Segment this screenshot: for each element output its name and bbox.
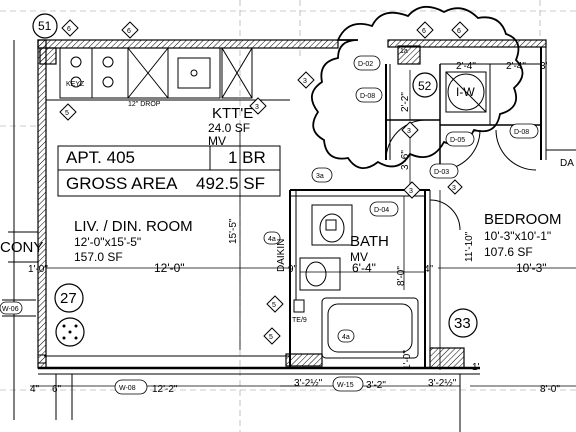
north-wall-east [387, 39, 547, 48]
dim-da: DA [560, 158, 574, 169]
living-dims: 12'-0"x15'-5" [74, 235, 141, 249]
bubble-51: 51 [38, 19, 52, 33]
dim-b-8-0: 8'-0" [540, 384, 560, 395]
dim-b-3-2a: 3'-2½" [294, 378, 323, 389]
revision-cloud [311, 6, 524, 169]
window-tag-w06: W-06 [2, 306, 19, 313]
sink-drain-icon [190, 69, 198, 77]
door-tag-d08a: D-08 [360, 93, 375, 100]
dim-b-12-2: 12'-2" [152, 384, 178, 395]
diamond-6c: 6 [422, 28, 426, 35]
tag-1a: 1a [400, 48, 408, 55]
balcony-name: CONY [0, 239, 43, 256]
dim-b-6: 6" [52, 384, 62, 395]
iw-name: I-W [456, 85, 475, 99]
dim-top-2-4a: 2'-4" [456, 61, 476, 72]
br-label: 1 BR [228, 148, 266, 167]
laundry-closet [445, 71, 487, 113]
tag-4a-2: 4a [342, 334, 350, 341]
dim-v-15-5: 15'-5" [228, 218, 239, 244]
diamond-3b: 3 [303, 78, 307, 85]
door-tag-d05: D-05 [450, 137, 465, 144]
diamond-3e: 3 [452, 185, 456, 192]
diamond-6d: 6 [457, 28, 461, 35]
kitchen-counter [59, 47, 253, 99]
gross-area-label: GROSS AREA [66, 174, 178, 193]
dim-h-4: 4" [424, 264, 434, 275]
kitchen-area: 24.0 SF [208, 121, 250, 135]
window-tag-w15: W-15 [337, 382, 354, 389]
dim-v-3-6: 3'-6" [400, 150, 411, 170]
dim-h-9: 9" [288, 264, 298, 275]
door-tag-d02: D-02 [358, 61, 373, 68]
burner-icon [70, 56, 82, 68]
diamond-3d: 3 [409, 188, 413, 195]
living-width: 12'-0" [154, 261, 185, 275]
bubble-27: 27 [60, 290, 77, 307]
bubble-33: 33 [454, 315, 471, 332]
sink [177, 57, 211, 89]
toilet [311, 204, 353, 246]
dim-v-11-10: 11'-10" [464, 231, 475, 262]
diamond-3a: 3 [255, 104, 259, 111]
door-tag-d03: D-03 [434, 169, 449, 176]
dim-top-3: 3' [540, 61, 548, 72]
diamond-5b: 5 [272, 302, 276, 309]
dimension-lines [30, 70, 576, 387]
diamond-6b: 6 [67, 26, 71, 33]
diamond-5c: 5 [269, 334, 273, 341]
living-name: LIV. / DIN. ROOM [74, 218, 193, 235]
gross-area-value: 492.5 SF [196, 174, 265, 193]
diamond-6a: 6 [127, 28, 131, 35]
door-tag-d04: D-04 [374, 207, 389, 214]
vanity [299, 257, 341, 291]
living-area: 157.0 SF [74, 250, 123, 264]
bath-fixtures [293, 204, 419, 359]
north-wall [37, 39, 339, 49]
bedroom-name: BEDROOM [484, 211, 562, 228]
diamond-markers [59, 19, 469, 345]
burner-icon [70, 76, 82, 88]
bedroom-width: 10'-3" [516, 261, 547, 275]
tag-4a: 4a [268, 236, 276, 243]
dim-h-1-0: 1'-0" [28, 264, 48, 275]
te9-box [293, 299, 305, 313]
diamond-3c: 3 [407, 128, 411, 135]
apt-info-box [57, 145, 281, 197]
dim-top-2-4b: 2'-4" [506, 61, 526, 72]
drop-note: 12" DROP [128, 101, 161, 108]
kitchen-tag: MV [208, 134, 226, 148]
bathtub [321, 297, 419, 359]
burner-icon [102, 76, 114, 88]
west-wall [37, 39, 47, 369]
door-tag-d08b: D-08 [514, 129, 529, 136]
bath-name: BATH [350, 233, 389, 250]
dim-v-2-2: 2'-2" [400, 92, 411, 112]
bath-tag: MV [350, 250, 368, 264]
window-tag-w08: W-08 [119, 385, 136, 392]
dim-b-3-2b: 3'-2" [366, 380, 386, 391]
daikin-note: DAIKIN [276, 239, 287, 272]
dim-v-1-0: 1'-0" [402, 350, 413, 370]
bedroom-area: 107.6 SF [484, 245, 533, 259]
door-swings [385, 119, 537, 231]
tag-3a: 3a [316, 173, 324, 180]
bubble-52: 52 [418, 79, 432, 93]
kitchen-name: KTT'E [212, 105, 253, 122]
keyz-note: KEYZ [66, 81, 85, 88]
te9-note: TE/9 [292, 317, 307, 324]
dim-b-3-2c: 3'-2½" [428, 378, 457, 389]
fixture-symbol [62, 324, 78, 340]
burner-icon [102, 56, 114, 68]
dim-v-8-0: 8'-0" [396, 266, 407, 286]
misc-lines [2, 40, 576, 432]
door-tag-shapes [0, 55, 539, 395]
diamond-5a: 5 [65, 110, 69, 117]
dim-b-1: 1' [472, 362, 480, 373]
bedroom-dims: 10'-3"x10'-1" [484, 229, 551, 243]
dim-b-4: 4" [30, 384, 40, 395]
bath-width: 6'-4" [352, 261, 376, 275]
apt-label: APT. 405 [66, 148, 135, 167]
